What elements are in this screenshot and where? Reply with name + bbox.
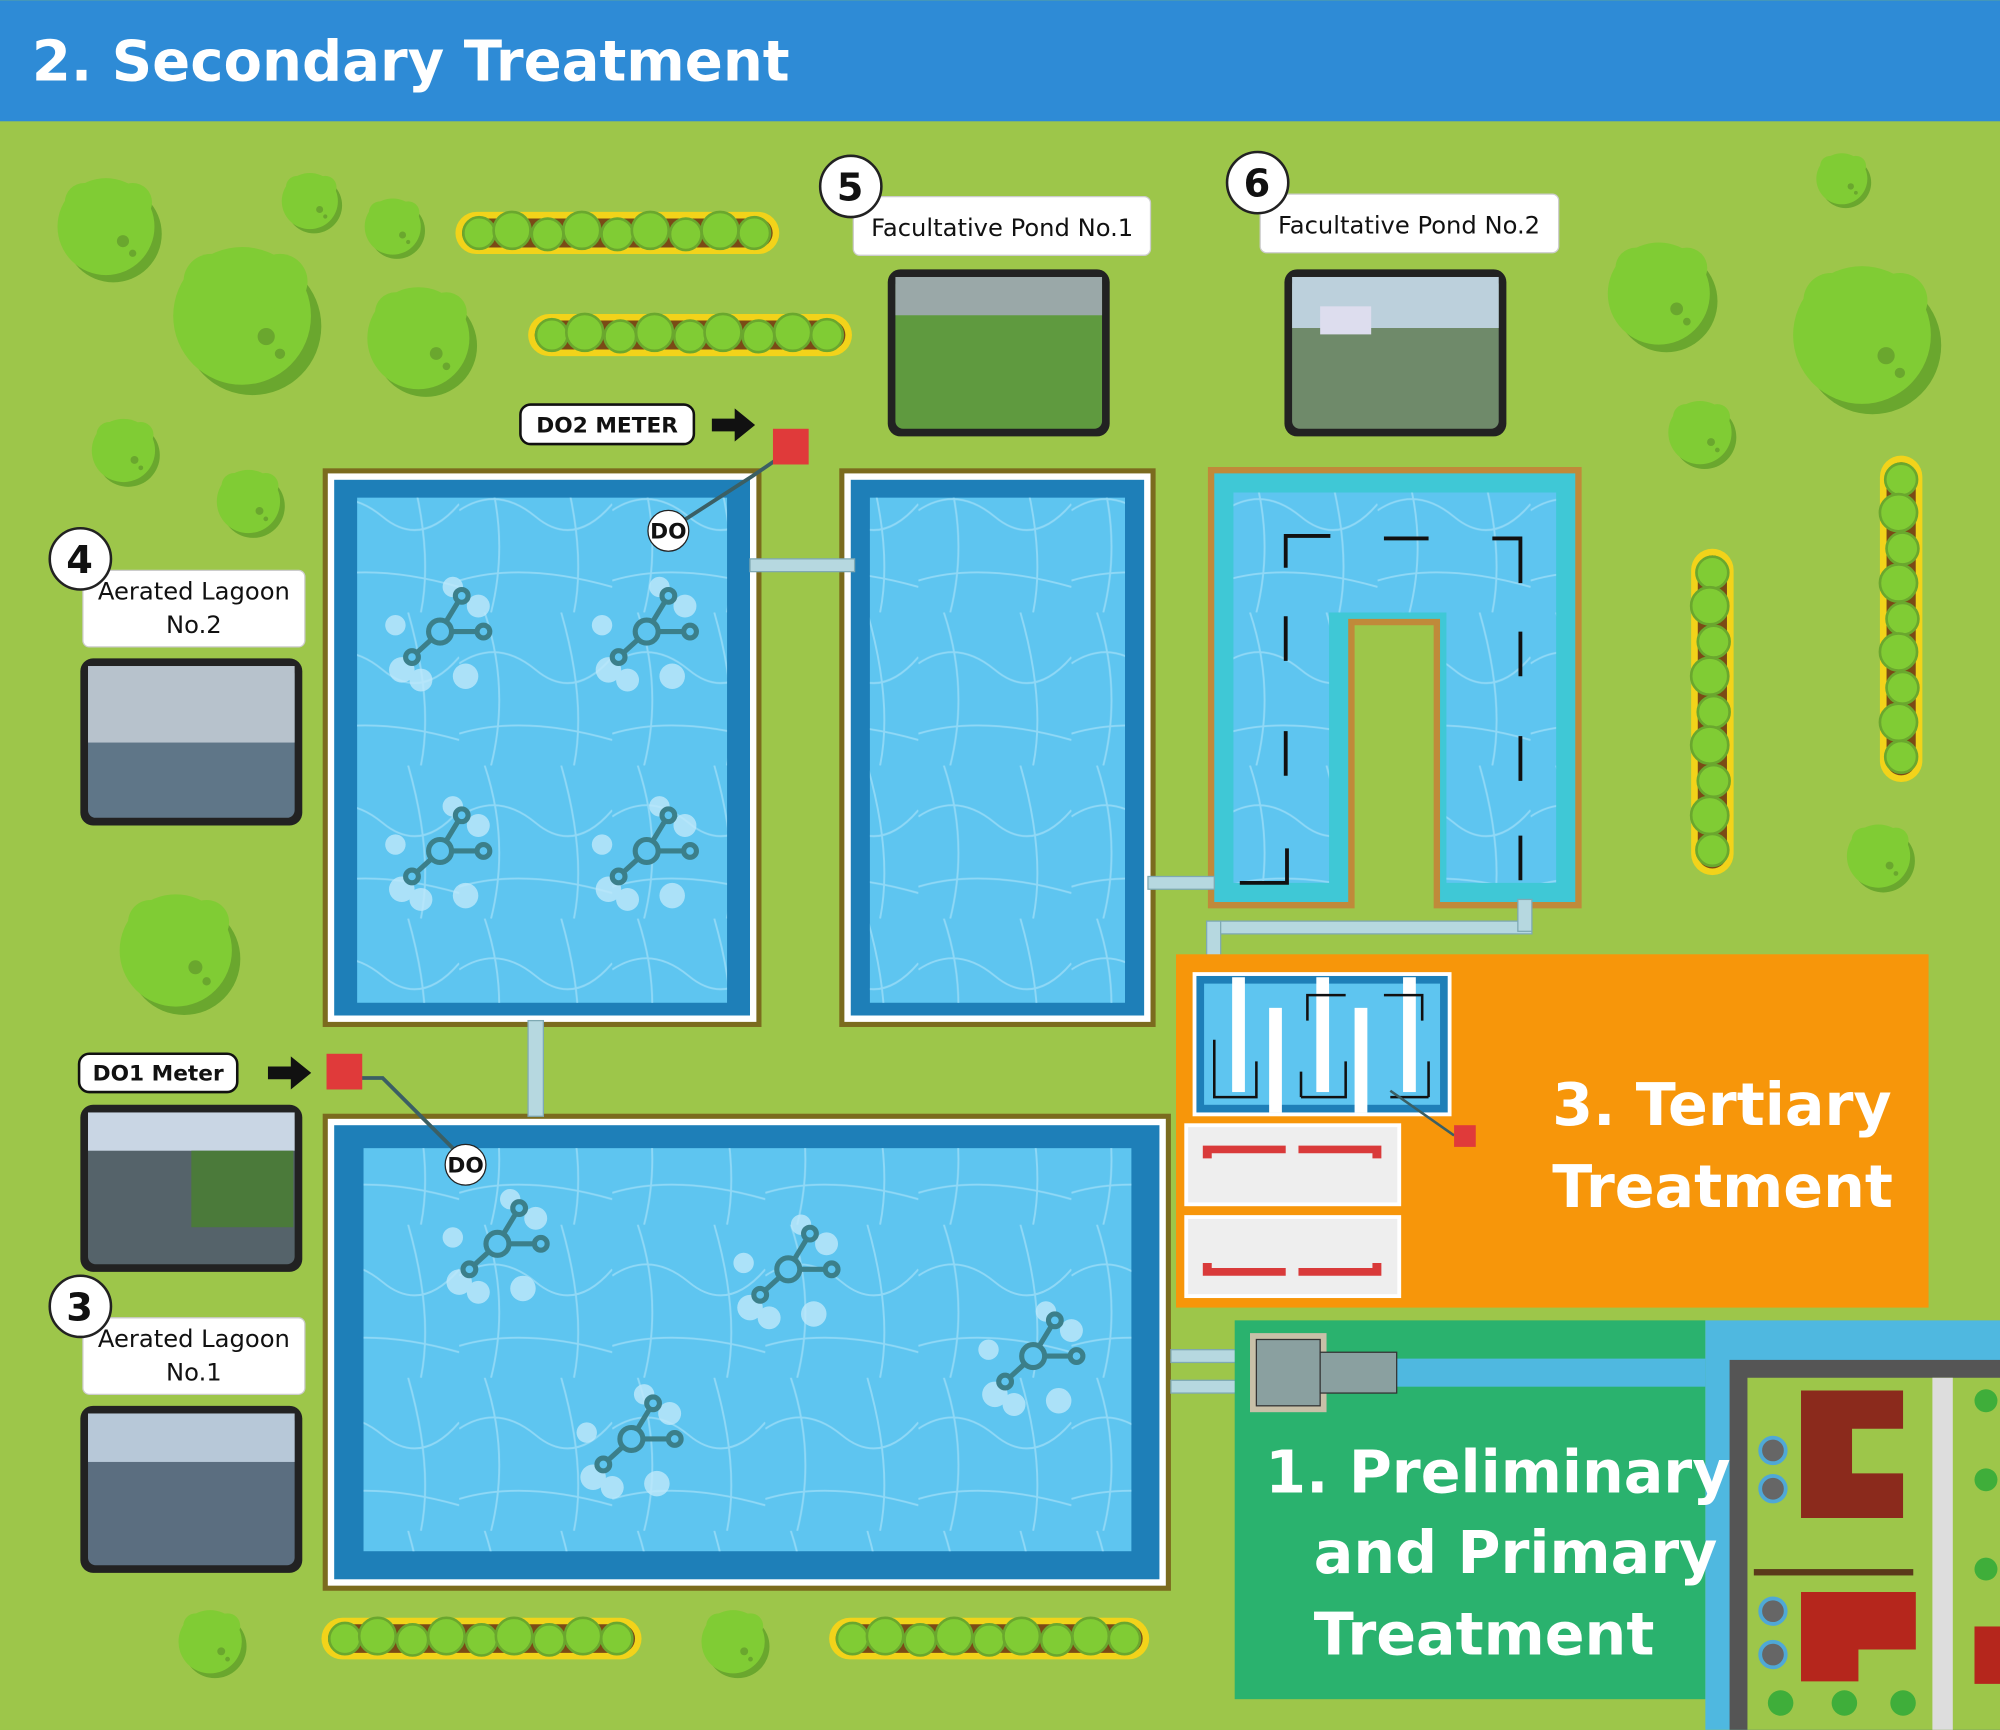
do-sensor-tertiary [1454, 1125, 1476, 1147]
aerated-lagoon-1 [322, 1113, 1171, 1591]
svg-text:Facultative Pond No.1: Facultative Pond No.1 [871, 214, 1133, 242]
primary-label-line2: and Primary [1314, 1519, 1718, 1587]
tertiary-section: 3. Tertiary Treatment [1176, 954, 1929, 1308]
do2-meter: DO2 METER DO [519, 403, 809, 552]
facultative-pond-1-photo [887, 269, 1110, 437]
do1-photo [80, 1104, 303, 1272]
photos [80, 269, 1507, 1573]
do2-sensor [772, 428, 809, 465]
aerated-lagoon-2 [322, 468, 762, 1027]
building [1801, 1592, 1916, 1682]
svg-text:5: 5 [837, 165, 864, 210]
station-4-label: Aerated Lagoon No.2 4 [48, 526, 306, 648]
header-bar [0, 0, 2000, 122]
svg-text:No.1: No.1 [166, 1358, 222, 1386]
primary-label-line1: 1. Preliminary [1265, 1439, 1730, 1507]
page-title: 2. Secondary Treatment [32, 30, 790, 95]
station-6-label: Facultative Pond No.2 6 [1225, 150, 1560, 254]
tertiary-label-line2: Treatment [1552, 1153, 1893, 1221]
tertiary-label-line1: 3. Tertiary [1552, 1071, 1891, 1139]
aerated-lagoon-1-photo [80, 1405, 303, 1573]
station-5-label: Facultative Pond No.1 5 [818, 154, 1152, 256]
svg-text:3: 3 [66, 1285, 93, 1330]
svg-text:No.2: No.2 [166, 611, 222, 639]
svg-text:DO: DO [447, 1153, 483, 1178]
svg-text:DO: DO [650, 519, 686, 544]
primary-section: 1. Preliminary and Primary Treatment [1234, 1320, 2000, 1730]
svg-text:4: 4 [66, 538, 93, 583]
facultative-pond-2 [1207, 467, 1582, 909]
svg-text:DO1 Meter: DO1 Meter [93, 1062, 224, 1087]
facultative-pond-2-photo [1284, 269, 1507, 437]
svg-text:Aerated Lagoon: Aerated Lagoon [98, 578, 290, 606]
facultative-pond-1 [839, 468, 1156, 1027]
primary-label-line3: Treatment [1314, 1601, 1655, 1669]
station-3-label: Aerated Lagoon No.1 3 [48, 1274, 306, 1395]
filter-unit [1184, 1123, 1402, 1299]
aerated-lagoon-2-photo [80, 658, 303, 826]
do1-sensor [326, 1053, 363, 1090]
svg-text:DO2 METER: DO2 METER [536, 414, 678, 439]
svg-text:Facultative Pond No.2: Facultative Pond No.2 [1278, 212, 1540, 240]
building [1801, 1390, 1904, 1519]
do1-meter: DO1 Meter DO [77, 1052, 487, 1186]
svg-text:Aerated Lagoon: Aerated Lagoon [98, 1325, 290, 1353]
svg-text:6: 6 [1244, 162, 1271, 207]
flow-arrows [1239, 534, 1523, 885]
